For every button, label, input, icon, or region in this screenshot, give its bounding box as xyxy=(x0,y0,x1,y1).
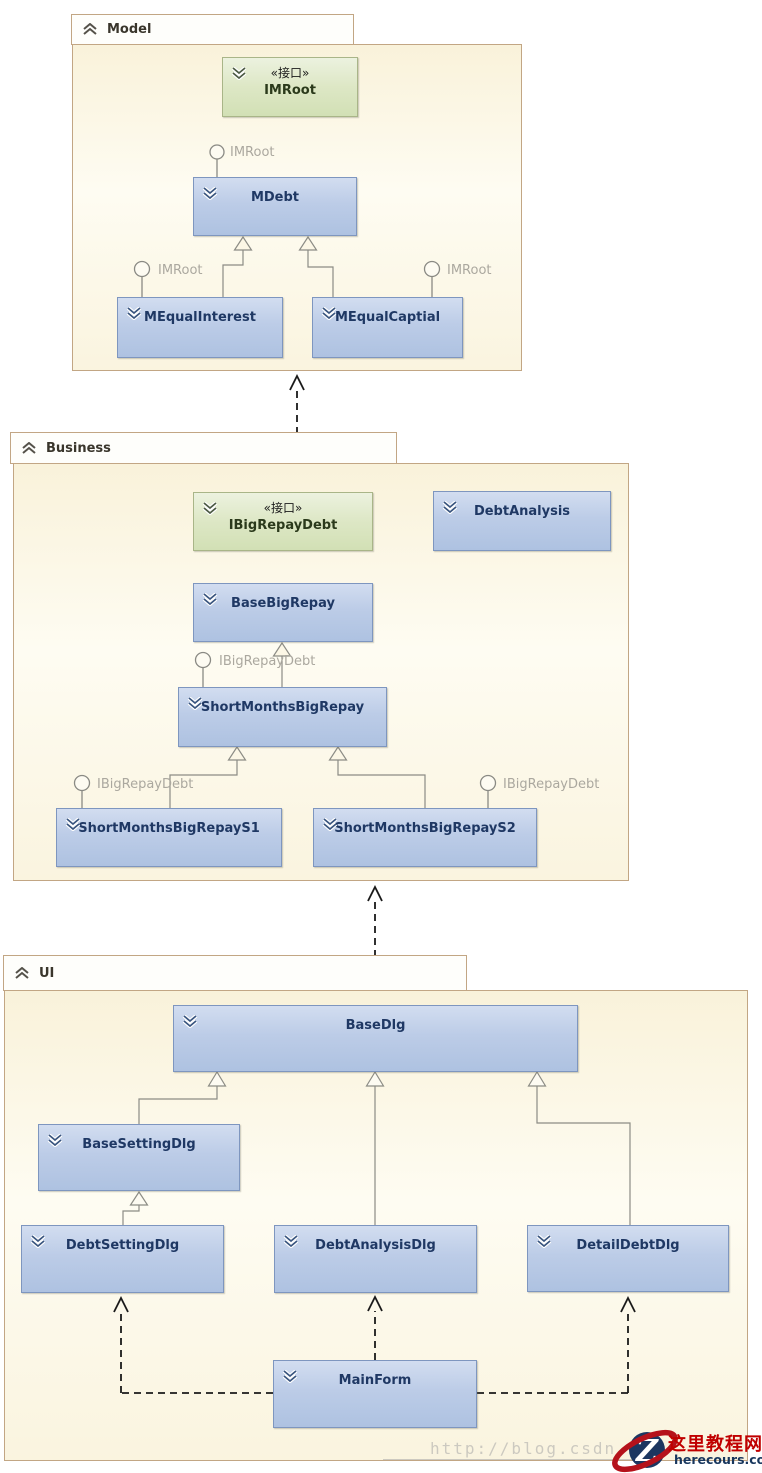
chevron-double-down-icon xyxy=(282,1370,298,1383)
package-tab-business: Business xyxy=(10,432,397,464)
package-title: Business xyxy=(46,440,111,456)
interface-name: IMRoot xyxy=(264,83,316,98)
chevron-double-down-icon xyxy=(202,593,218,606)
chevron-double-down-icon xyxy=(321,307,337,320)
class-box-debtanalysis: DebtAnalysis xyxy=(433,491,611,551)
chevron-double-down-icon xyxy=(202,187,218,200)
chevron-double-down-icon xyxy=(322,818,338,831)
chevron-double-down-icon xyxy=(65,818,81,831)
class-box-mdebt: MDebt xyxy=(193,177,357,236)
interface-name: IBigRepayDebt xyxy=(228,518,338,533)
chevron-double-down-icon xyxy=(47,1134,63,1147)
class-box-detaildebtdlg: DetailDebtDlg xyxy=(527,1225,729,1292)
dependency-arrow-ui-to-business xyxy=(367,884,383,955)
lollipop-label: IMRoot xyxy=(230,145,275,160)
logo-site-domain: herecours.com xyxy=(674,1452,762,1467)
chevron-double-down-icon xyxy=(536,1235,552,1248)
class-name: MEqualInterest xyxy=(144,310,256,325)
class-name: DebtSettingDlg xyxy=(65,1238,180,1253)
interface-stereotype: «接口» xyxy=(263,501,303,515)
chevron-double-down-icon xyxy=(126,307,142,320)
interface-stereotype: «接口» xyxy=(270,66,310,80)
class-name: MDebt xyxy=(250,190,300,205)
logo-swoosh xyxy=(612,1429,678,1473)
chevron-up-icon xyxy=(22,441,36,454)
class-box-shortmonthsbigrepays1: ShortMonthsBigRepayS1 xyxy=(56,808,282,867)
class-name: BaseDlg xyxy=(345,1018,406,1033)
lollipop-label: IMRoot xyxy=(447,263,492,278)
interface-box-ibigrepaydebt: «接口» IBigRepayDebt xyxy=(193,492,373,551)
lollipop-label: IBigRepayDebt xyxy=(97,777,194,792)
lollipop-label: IBigRepayDebt xyxy=(503,777,600,792)
chevron-double-down-icon xyxy=(202,502,218,515)
class-name: DebtAnalysis xyxy=(473,504,571,519)
package-tab-model: Model xyxy=(71,14,354,45)
class-name: MainForm xyxy=(338,1373,412,1388)
class-name: ShortMonthsBigRepayS1 xyxy=(78,821,260,836)
lollipop-label: IMRoot xyxy=(158,263,203,278)
class-box-shortmonthsbigrepay: ShortMonthsBigRepay xyxy=(178,687,387,747)
chevron-double-down-icon xyxy=(187,697,203,710)
chevron-double-down-icon xyxy=(442,501,458,514)
lollipop-label: IBigRepayDebt xyxy=(219,654,316,669)
chevron-up-icon xyxy=(15,966,29,979)
package-title: UI xyxy=(39,965,55,981)
class-name: DebtAnalysisDlg xyxy=(315,1238,436,1253)
class-box-basedlg: BaseDlg xyxy=(173,1005,578,1072)
logo-site-name: 这里教程网 xyxy=(668,1434,762,1455)
class-box-mequalinterest: MEqualInterest xyxy=(117,297,283,358)
chevron-double-down-icon xyxy=(182,1015,198,1028)
package-title: Model xyxy=(107,22,152,37)
class-name: BaseBigRepay xyxy=(231,596,335,611)
package-tab-ui: UI xyxy=(3,955,467,991)
class-name: ShortMonthsBigRepay xyxy=(200,700,365,715)
class-box-debtsettingdlg: DebtSettingDlg xyxy=(21,1225,224,1293)
class-name: ShortMonthsBigRepayS2 xyxy=(334,821,516,836)
site-logo: Z xyxy=(612,1429,678,1473)
class-name: DetailDebtDlg xyxy=(576,1238,680,1253)
class-box-debtanalysisdlg: DebtAnalysisDlg xyxy=(274,1225,477,1293)
class-name: MEqualCaptial xyxy=(334,310,441,325)
class-box-basebigrepay: BaseBigRepay xyxy=(193,583,373,642)
chevron-double-down-icon xyxy=(231,67,247,80)
class-box-shortmonthsbigrepays2: ShortMonthsBigRepayS2 xyxy=(313,808,537,867)
class-box-mainform: MainForm xyxy=(273,1360,477,1428)
chevron-double-down-icon xyxy=(30,1235,46,1248)
chevron-double-down-icon xyxy=(283,1235,299,1248)
dependency-arrow-business-to-model xyxy=(289,373,305,432)
blog-url-watermark: http://blog.csdn xyxy=(383,1439,662,1460)
interface-box-imroot: «接口» IMRoot xyxy=(222,57,358,117)
chevron-up-icon xyxy=(83,23,97,35)
class-name: BaseSettingDlg xyxy=(82,1137,196,1152)
class-box-basesettingdlg: BaseSettingDlg xyxy=(38,1124,240,1191)
class-box-mequalcaptial: MEqualCaptial xyxy=(312,297,463,358)
